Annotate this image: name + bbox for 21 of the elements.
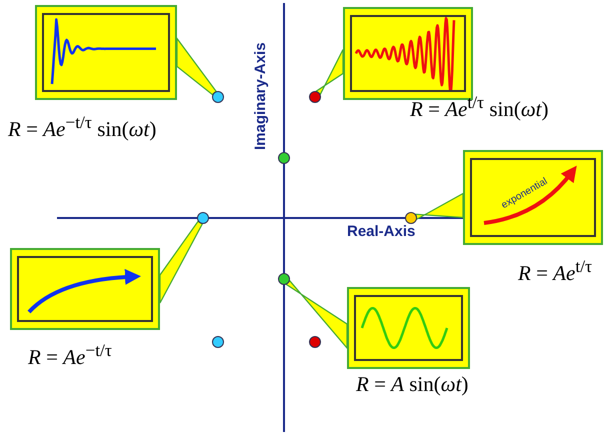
- formula: R = Ae$^{t/τ}$: [518, 256, 592, 286]
- formula: R = Ae$^{−t/τ}$ sin(ωt): [8, 112, 156, 142]
- formula: R = A sin(ωt): [356, 372, 468, 397]
- pole-dot: [278, 273, 290, 285]
- formula: R = Ae$^{−t/τ}$: [28, 340, 112, 370]
- pole-dot: [197, 212, 209, 224]
- callout-box: [463, 150, 603, 245]
- callout-pointer: [159, 220, 204, 304]
- imaginary-axis-label: Imaginary-Axis: [252, 42, 269, 150]
- callout-pointer: [176, 36, 217, 96]
- real-axis-label: Real-Axis: [347, 223, 416, 240]
- callout-pointer: [315, 48, 344, 96]
- pole-dot: [309, 91, 321, 103]
- callout-pointer: [415, 192, 464, 220]
- pole-dot: [405, 212, 417, 224]
- pole-dot: [309, 336, 321, 348]
- pole-dot: [278, 152, 290, 164]
- pole-dot: [212, 91, 224, 103]
- callout-pointer: [285, 280, 348, 350]
- formula: R = Ae$^{t/τ}$ sin(ωt): [410, 92, 549, 122]
- pole-dot: [212, 336, 224, 348]
